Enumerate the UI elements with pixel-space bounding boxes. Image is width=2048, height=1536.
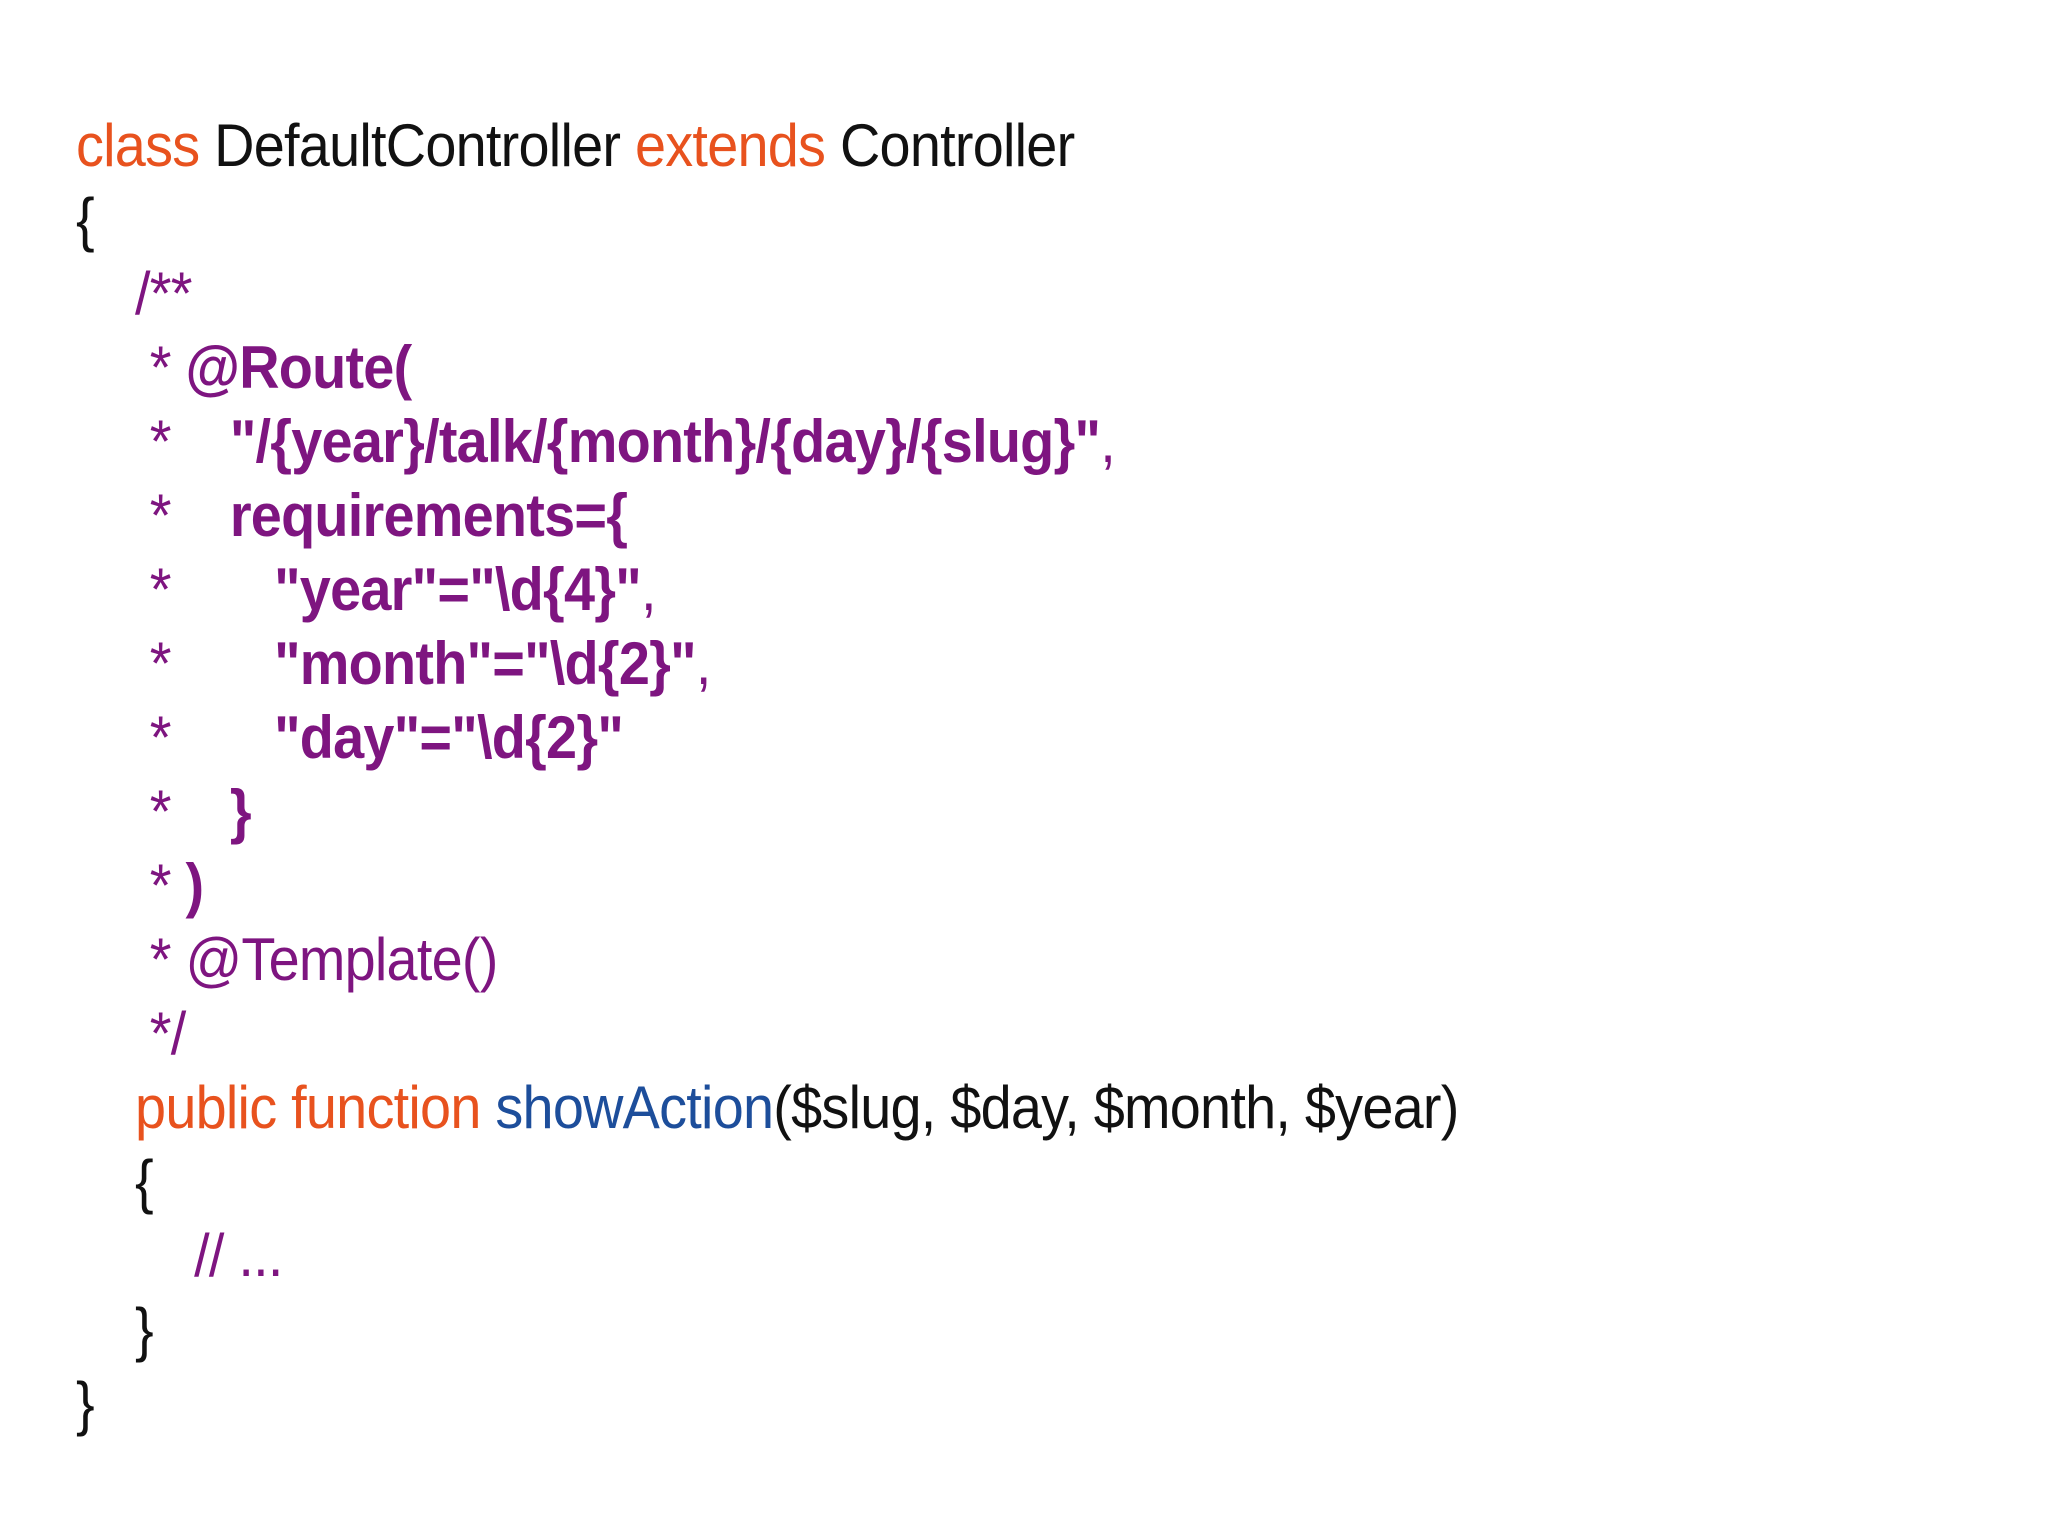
code-token: { — [76, 1148, 154, 1215]
code-token: requirements={ — [229, 482, 628, 549]
code-token: , — [1100, 408, 1116, 475]
line-class-open-brace: { — [76, 183, 1843, 257]
code-token: "month"="\d{2}" — [274, 630, 696, 697]
code-token: * — [76, 704, 275, 771]
code-token: * @Template() — [76, 926, 499, 993]
code-token: , — [695, 630, 712, 697]
code-token: } — [76, 1370, 95, 1437]
code-token: */ — [76, 1000, 186, 1067]
line-requirement-month: * "month"="\d{2}", — [76, 627, 1843, 701]
line-method-body-comment: // ... — [76, 1219, 1843, 1293]
code-token: /** — [76, 260, 192, 327]
code-token: // ... — [76, 1222, 283, 1289]
code-token: Controller — [839, 112, 1075, 179]
code-token: "day"="\d{2}" — [274, 704, 624, 771]
line-class-close-brace: } — [76, 1367, 1843, 1441]
code-token: * — [76, 482, 230, 549]
code-token: "/{year}/talk/{month}/{day}/{slug}" — [229, 408, 1101, 475]
line-docblock-open: /** — [76, 257, 1843, 331]
line-requirement-day: * "day"="\d{2}" — [76, 701, 1843, 775]
code-token: * — [76, 778, 230, 845]
line-class-declaration: class DefaultController extends Controll… — [76, 109, 1843, 183]
line-route-annotation: * @Route( — [76, 331, 1843, 405]
code-token: ) — [185, 852, 205, 919]
code-token: ($slug, $day, $month, $year) — [773, 1074, 1459, 1141]
code-token: class — [76, 112, 215, 179]
code-token: } — [229, 778, 252, 845]
code-token: * — [76, 556, 275, 623]
code-token: * — [76, 630, 275, 697]
line-route-path: * "/{year}/talk/{month}/{day}/{slug}", — [76, 405, 1843, 479]
line-method-close-brace: } — [76, 1293, 1843, 1367]
code-token: * — [76, 334, 186, 401]
line-requirements-open: * requirements={ — [76, 479, 1843, 553]
code-token: { — [76, 186, 95, 253]
code-token: "year"="\d{4}" — [274, 556, 642, 623]
line-requirement-year: * "year"="\d{4}", — [76, 553, 1843, 627]
line-docblock-close: */ — [76, 997, 1843, 1071]
line-method-open-brace: { — [76, 1145, 1843, 1219]
code-token: DefaultController — [214, 112, 635, 179]
code-token: @Route( — [185, 334, 413, 401]
code-token: } — [76, 1296, 154, 1363]
line-requirements-close: * } — [76, 775, 1843, 849]
code-token: * — [76, 408, 230, 475]
code-token: , — [640, 556, 657, 623]
line-route-close: * ) — [76, 849, 1843, 923]
line-template-annotation: * @Template() — [76, 923, 1843, 997]
code-token: public function — [76, 1074, 496, 1141]
code-token: extends — [634, 112, 840, 179]
code-block: class DefaultController extends Controll… — [76, 109, 1976, 1441]
code-token: * — [76, 852, 186, 919]
code-token: showAction — [495, 1074, 774, 1141]
line-method-signature: public function showAction($slug, $day, … — [76, 1071, 1843, 1145]
